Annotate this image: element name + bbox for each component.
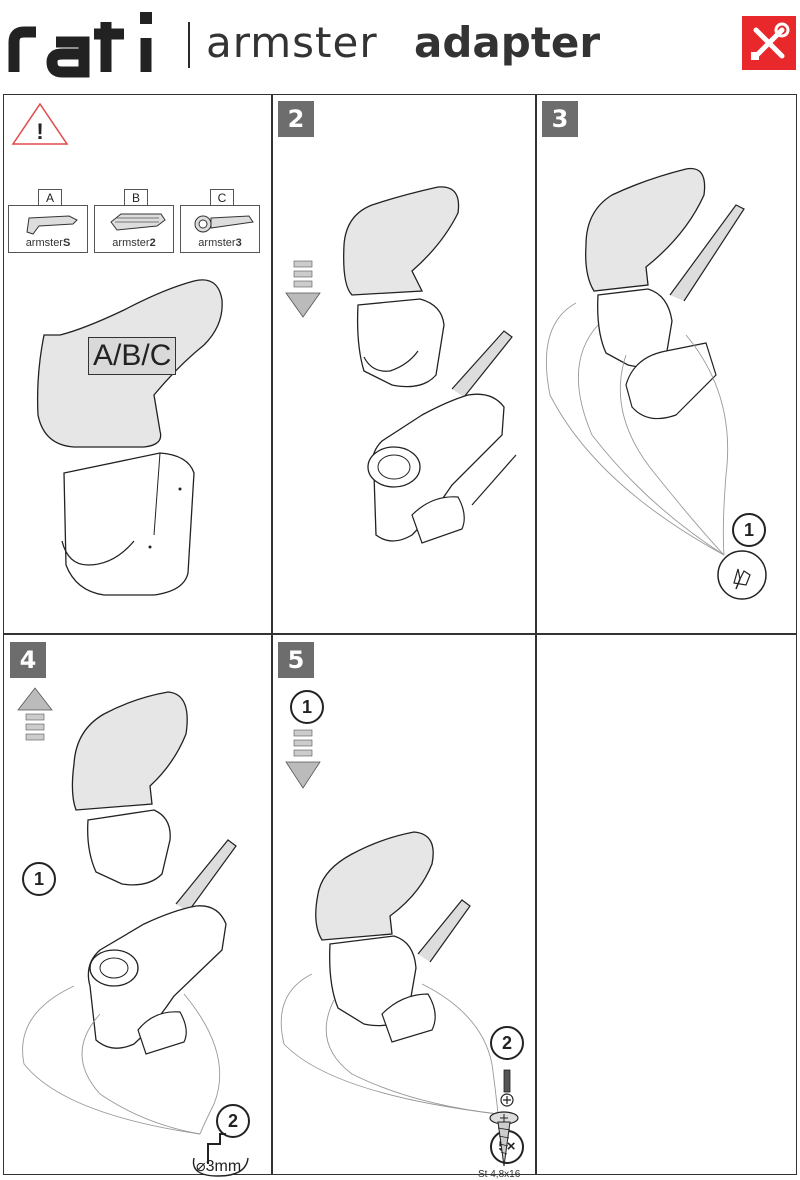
header-separator bbox=[188, 22, 190, 68]
screwdriver-icon bbox=[500, 1069, 514, 1107]
diameter-symbol: ⌀ bbox=[196, 1158, 206, 1175]
callout-2: 2 bbox=[216, 1104, 250, 1138]
header: armster adapter bbox=[0, 0, 800, 92]
variant-a-suffix: S bbox=[62, 237, 71, 249]
hand-press-icon bbox=[717, 550, 767, 600]
grid-divider bbox=[271, 95, 273, 1174]
variant-b-suffix: 2 bbox=[149, 237, 156, 249]
callout-1: 1 bbox=[22, 862, 56, 896]
armrest-mount-illustration bbox=[280, 729, 514, 1115]
brand-logo bbox=[8, 12, 152, 78]
panel-5-screw: 5 1 bbox=[272, 634, 535, 1180]
callout-2: 2 bbox=[490, 1026, 524, 1060]
up-arrow-icon bbox=[17, 687, 53, 741]
variant-a-name: armster bbox=[25, 237, 63, 249]
warning-icon: ! bbox=[11, 102, 69, 145]
armster-s-thumbnail bbox=[26, 215, 78, 235]
variant-applicability-label: A/B/C bbox=[88, 337, 177, 375]
panel-2-remove-cushion: 2 bbox=[272, 95, 535, 633]
step-number-5: 5 bbox=[278, 642, 314, 678]
tools-icon bbox=[742, 16, 796, 70]
warning-mark: ! bbox=[36, 119, 43, 144]
product-word-armster: armster bbox=[206, 18, 378, 67]
callout-1: 1 bbox=[290, 690, 324, 724]
variant-b: armster2 bbox=[94, 205, 174, 253]
panel-6-empty bbox=[536, 634, 798, 1176]
variant-a: armsterS bbox=[8, 205, 88, 253]
variant-b-name: armster bbox=[112, 237, 150, 249]
step-number-3: 3 bbox=[542, 101, 578, 137]
product-word-adapter: adapter bbox=[414, 18, 601, 67]
armrest-disassembly-illustration bbox=[285, 186, 517, 544]
grid-divider bbox=[4, 633, 796, 635]
variant-c: armster3 bbox=[180, 205, 260, 253]
screw-icon bbox=[489, 1111, 519, 1167]
screw-spec-label: St 4,8x16 bbox=[478, 1169, 521, 1180]
grid-divider bbox=[535, 95, 537, 1174]
panel-3-fold-lever: 3 1 bbox=[536, 95, 798, 633]
callout-1: 1 bbox=[732, 513, 766, 547]
step-number-2: 2 bbox=[278, 101, 314, 137]
drill-bit-icon bbox=[192, 1133, 249, 1177]
panel-4-drill: 4 1 2 ⌀3mm bbox=[4, 634, 271, 1177]
instruction-grid: ! A armsterS B armster2 C armster3 bbox=[3, 94, 798, 1180]
variant-c-suffix: 3 bbox=[235, 237, 242, 249]
drill-size-label: ⌀3mm bbox=[196, 1156, 241, 1176]
variant-c-name: armster bbox=[198, 237, 236, 249]
down-arrow-icon bbox=[285, 260, 321, 318]
armrest-swing-illustration bbox=[545, 167, 745, 556]
armster-3-thumbnail bbox=[194, 215, 254, 233]
down-arrow-icon bbox=[285, 729, 321, 789]
step-number-4: 4 bbox=[10, 642, 46, 678]
armrest-drill-illustration bbox=[17, 687, 237, 1135]
drill-size-value: 3mm bbox=[205, 1158, 242, 1175]
armster-2-thumbnail bbox=[110, 213, 166, 231]
panel-1-variant-selection: ! A armsterS B armster2 C armster3 bbox=[4, 95, 271, 633]
